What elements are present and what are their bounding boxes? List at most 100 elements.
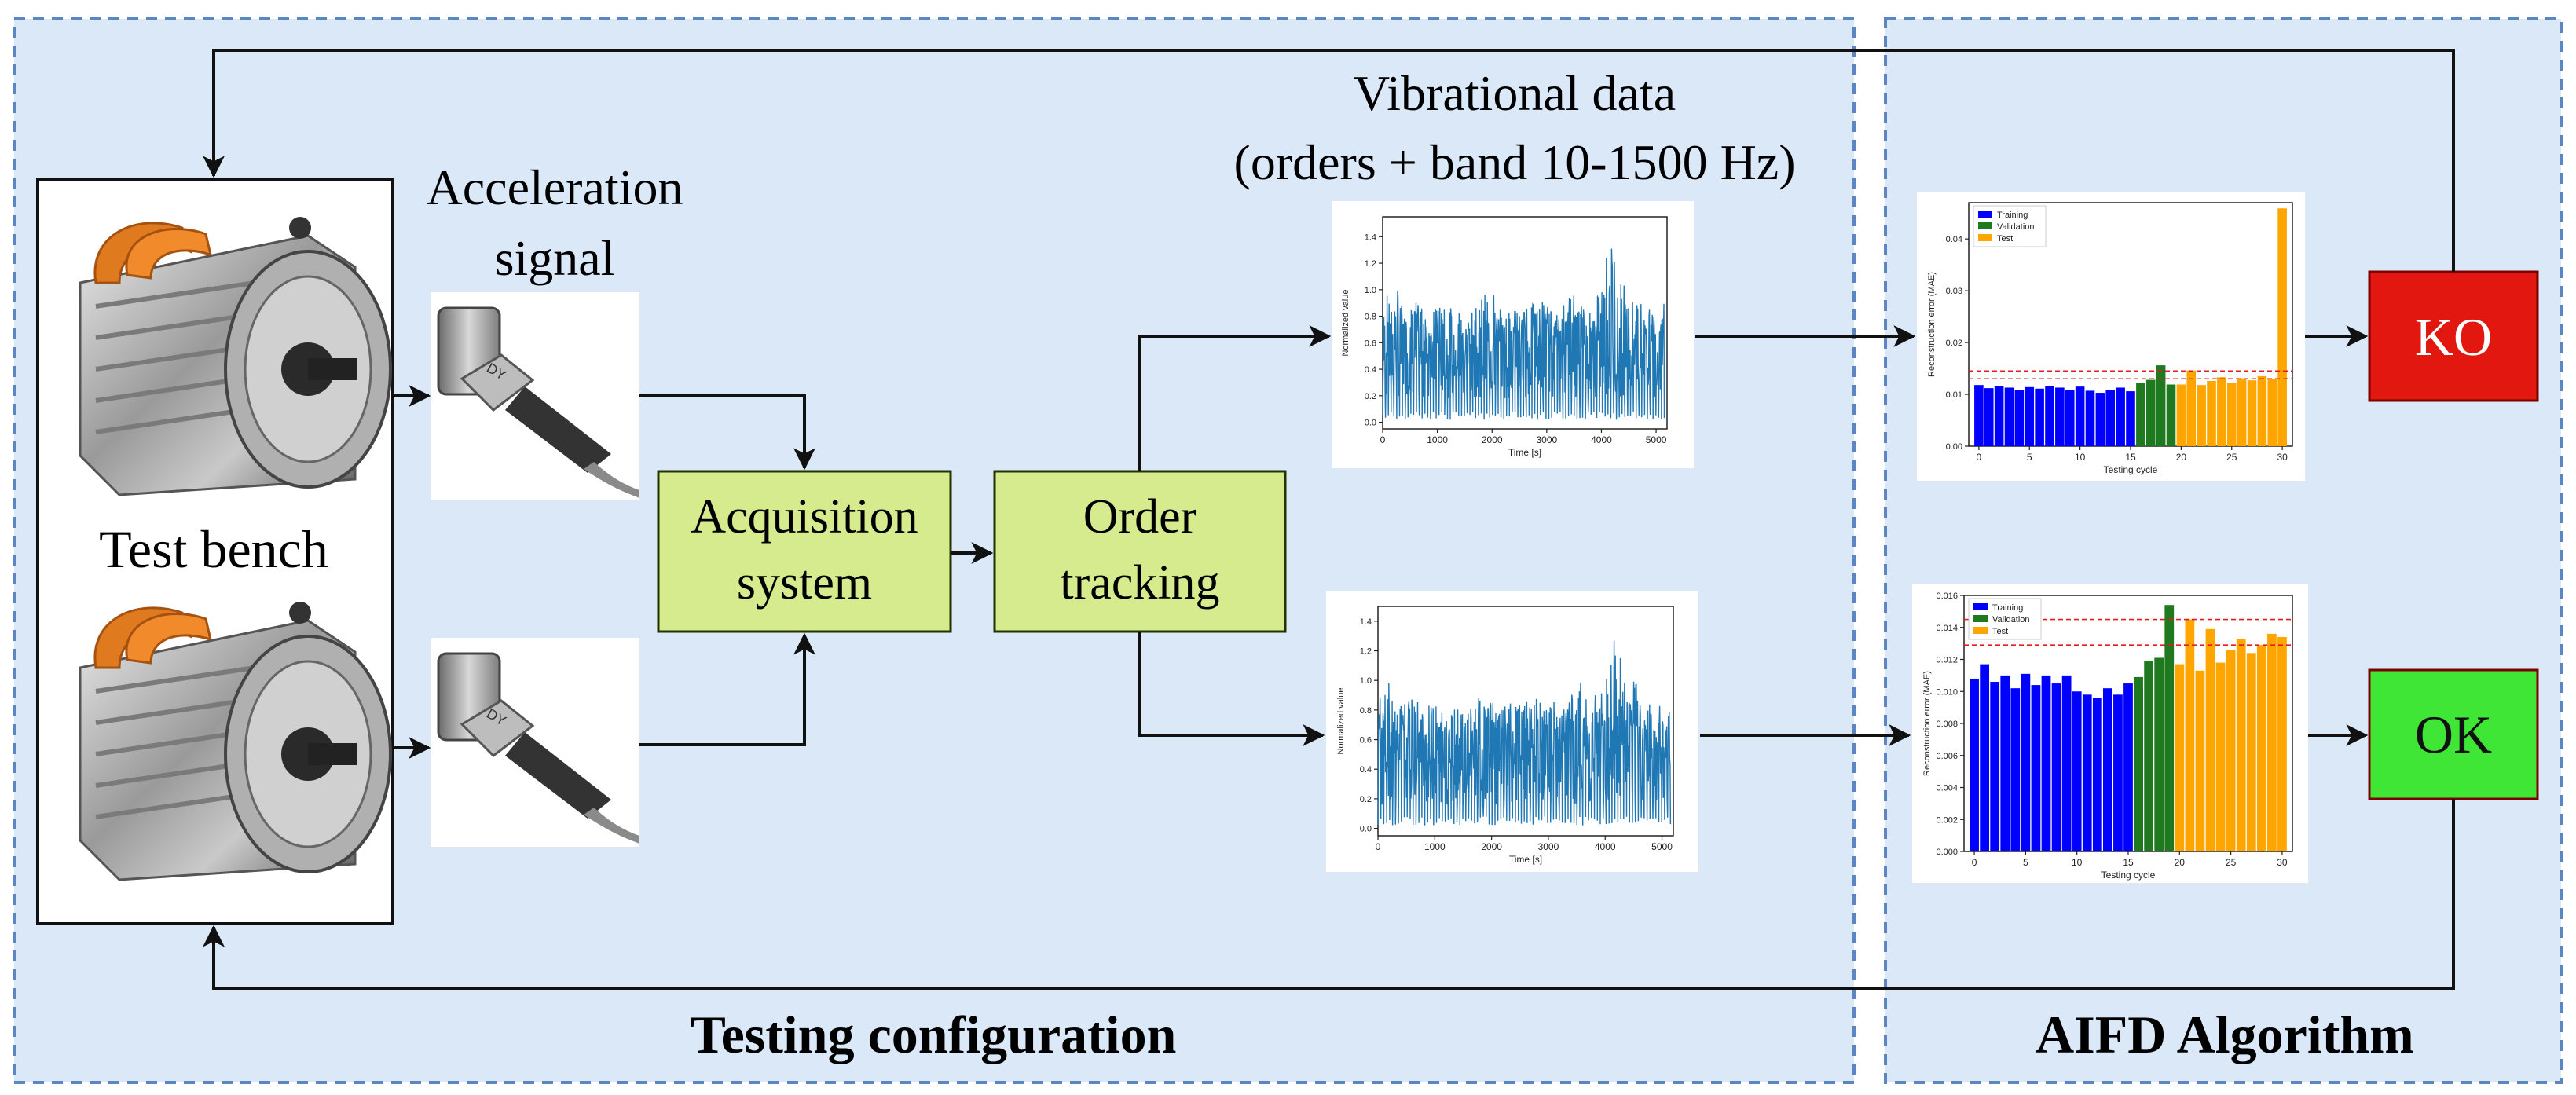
vibration-top-xtick-label: 5000: [1646, 434, 1667, 445]
mae-ok-bar-test: [2256, 645, 2266, 851]
mae-ok-xtick-label: 20: [2175, 857, 2186, 868]
mae-ko-bar-test: [2237, 378, 2247, 446]
mae-ok-xlabel: Testing cycle: [2101, 870, 2156, 881]
mae-ko-bar-test: [2197, 385, 2206, 446]
mae-ko-xlabel: Testing cycle: [2104, 464, 2158, 475]
mae-ko-ytick-label: 0.04: [1946, 235, 1962, 244]
mae-ok-bar-training: [2031, 685, 2041, 851]
mae-ok-bar-training: [1990, 682, 2000, 851]
vibration-bottom-ytick-label: 0.0: [1360, 825, 1372, 834]
mae-ok-bar-training: [2041, 675, 2051, 851]
mae-ko-bar-test: [2277, 208, 2287, 446]
acquisition-label-line2: system: [737, 556, 872, 610]
mae-ok-bar-test: [2277, 636, 2287, 851]
vibration-top-series-line: [1382, 248, 1665, 420]
mae-ko-bar-training: [2126, 391, 2135, 446]
mae-ok-bar-training: [2102, 688, 2112, 851]
mae-ko-bar-test: [2267, 379, 2277, 446]
mae-ko-bar-training: [2045, 386, 2054, 446]
vibration-top-ytick-label: 0.4: [1365, 365, 1376, 375]
order-tracking-label-line2: tracking: [1060, 556, 1219, 610]
mae-ok-bar-test: [2236, 639, 2246, 851]
mae-ok-ytick-label: 0.012: [1936, 656, 1958, 665]
mae-ok-bar-training: [2061, 675, 2072, 851]
mae-ko-xtick-label: 25: [2226, 452, 2237, 463]
arrow-sensor-top-to-acquisition: [639, 394, 815, 471]
vibration-top-xtick-label: 4000: [1591, 434, 1612, 445]
order-tracking-box: [993, 470, 1287, 633]
mae-ko-xtick-label: 0: [1977, 452, 1982, 463]
arrow-order-tracking-to-plot-top: [1138, 325, 1332, 471]
mae-ok-xtick-label: 0: [1972, 857, 1977, 868]
mae-ok-bar-training: [2082, 694, 2092, 851]
vibration-top-xlabel: Time [s]: [1508, 447, 1541, 458]
mae-ko-legend-label: Training: [1997, 211, 2028, 220]
vibrational-data-label-line1: Vibrational data: [1354, 65, 1676, 121]
mae-ko-bar-test: [2207, 380, 2216, 446]
vibration-bottom-xtick-label: 1000: [1424, 841, 1446, 852]
mae-ko-bar-validation: [2136, 383, 2145, 446]
vibration-bottom-ytick-label: 0.2: [1360, 795, 1372, 804]
mae-ok-bar-test: [2185, 619, 2195, 851]
testing-configuration-title: Testing configuration: [690, 1005, 1176, 1064]
mae-ko-bar-training: [2095, 393, 2105, 446]
vibration-bottom-ytick-label: 0.8: [1360, 706, 1372, 716]
mae-ok-bar-training: [1980, 664, 1990, 851]
vibration-bottom-series-line: [1377, 640, 1672, 826]
mae-ko-ytick-label: 0.03: [1946, 287, 1962, 296]
mae-ko-ytick-label: 0.02: [1946, 339, 1962, 348]
vibration-bottom-xtick-label: 5000: [1651, 841, 1673, 852]
electric-motor-bottom-image: [79, 602, 392, 881]
mae-ko-xtick-label: 15: [2125, 452, 2136, 463]
vibration-bottom-xtick-label: 2000: [1481, 841, 1502, 852]
mae-ok-bar-test: [2195, 670, 2205, 851]
mae-ko-bar-training: [2065, 390, 2075, 446]
vibration-top-ytick-label: 1.4: [1365, 233, 1376, 242]
ok-decision-box: [2368, 668, 2539, 800]
mae-ok-bar-test: [2215, 662, 2226, 851]
acceleration-label-line2: signal: [495, 230, 615, 286]
mae-ko-ylabel: Reconstruction error (MAE): [1927, 272, 1937, 377]
mae-ko-bar-training: [2055, 387, 2065, 446]
mae-ko-bar-training: [2004, 387, 2014, 446]
feedback-arrow-ko-to-bench: [203, 49, 2455, 272]
mae-ok-bar-training: [2000, 675, 2010, 851]
aifd-algorithm-title: AIFD Algorithm: [2036, 1005, 2414, 1064]
mae-ko-bar-training: [2116, 387, 2125, 446]
mae-ok-legend-label: Training: [1992, 603, 2023, 613]
mae-ok-xtick-label: 15: [2123, 857, 2134, 868]
vibration-top-ytick-label: 0.8: [1365, 313, 1376, 322]
electric-motor-top-image: [79, 217, 392, 496]
mae-ko-bar-training: [2035, 388, 2044, 446]
mae-ok-bar-validation: [2164, 605, 2175, 851]
mae-ok-legend-swatch: [1973, 615, 1988, 622]
ok-label: OK: [2415, 705, 2492, 764]
mae-ko-legend-swatch: [1978, 222, 1992, 229]
mae-ok-bar-test: [2226, 650, 2236, 851]
mae-ko-legend-label: Validation: [1997, 222, 2035, 232]
vibration-top-ytick-label: 0.0: [1365, 419, 1376, 428]
test-bench-label: Test bench: [99, 519, 328, 579]
vibration-bottom-xlabel: Time [s]: [1509, 854, 1542, 865]
mae-ok-ytick-label: 0.006: [1936, 752, 1958, 761]
mae-ok-bar-training: [1970, 678, 1979, 851]
mae-ok-ytick-label: 0.004: [1936, 784, 1958, 793]
mae-ko-xtick-label: 10: [2075, 452, 2086, 463]
mae-ok-bar-training: [2123, 683, 2133, 851]
vibrational-data-label-line2: (orders + band 10-1500 Hz): [1234, 134, 1796, 190]
mae-ok-xtick-label: 30: [2277, 857, 2288, 868]
feedback-arrow-ok-to-bench: [203, 799, 2455, 990]
mae-ok-legend-label: Validation: [1992, 615, 2030, 624]
order-tracking-label-line1: Order: [1083, 490, 1197, 544]
mae-ok-bar-validation: [2154, 657, 2164, 851]
mae-ok-bar-test: [2205, 628, 2215, 851]
mae-ok-bar-training: [2021, 673, 2031, 851]
mae-ok-xtick-label: 25: [2226, 857, 2237, 868]
vibration-bottom-ytick-label: 0.6: [1360, 736, 1372, 745]
accelerometer-bottom-image: DY: [431, 638, 639, 847]
mae-ko-bar-training: [1994, 386, 2004, 446]
mae-ok-ytick-label: 0.000: [1936, 848, 1958, 857]
